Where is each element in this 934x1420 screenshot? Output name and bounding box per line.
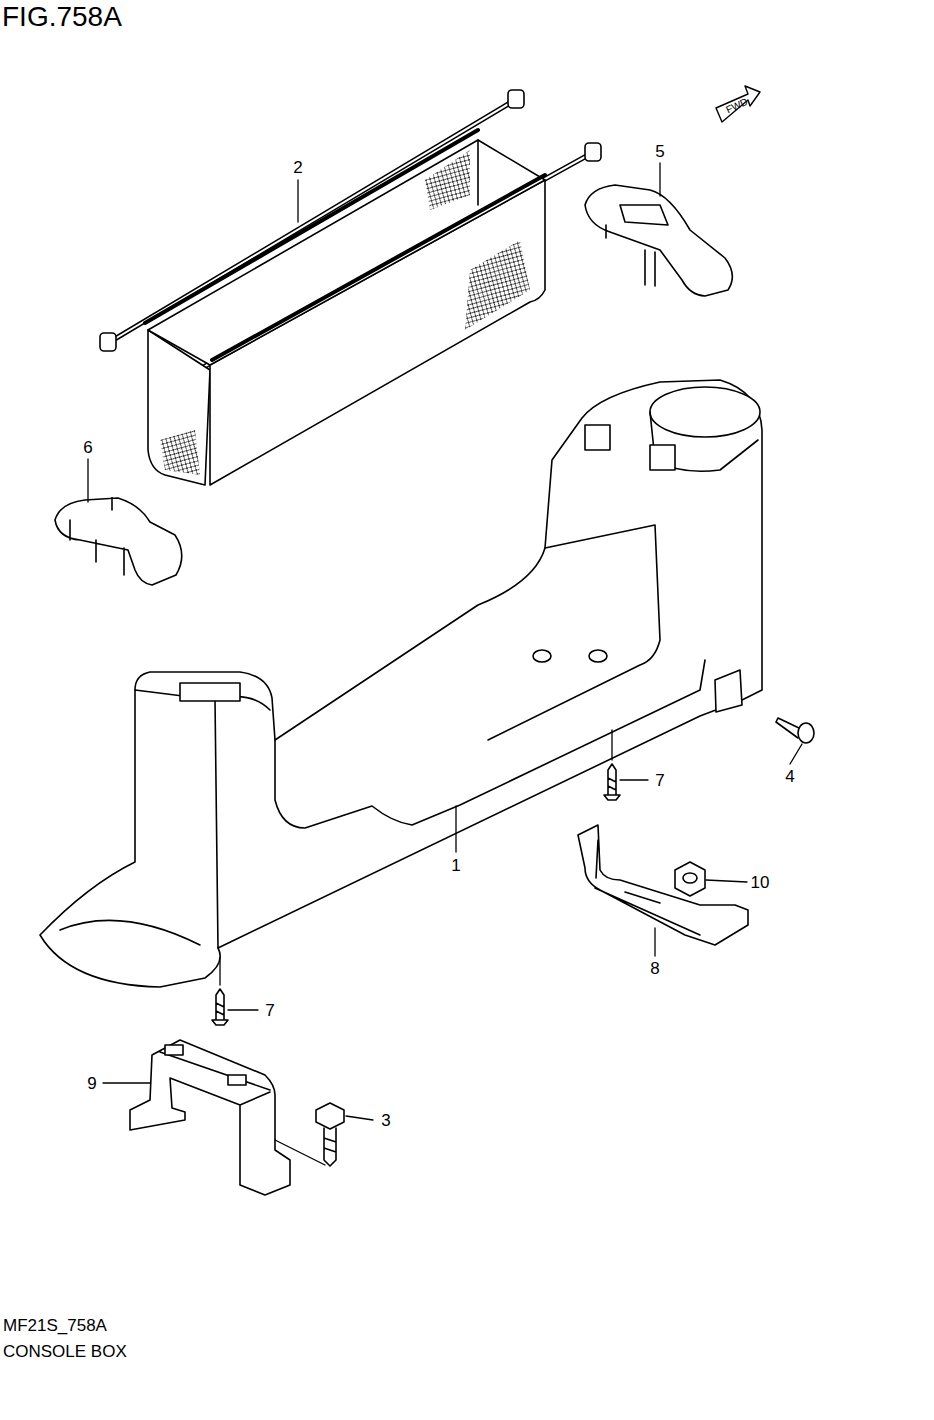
clip-front <box>55 498 182 585</box>
bracket-hole <box>165 1045 183 1055</box>
screws <box>212 718 814 1166</box>
callout-number: 7 <box>653 771 666 790</box>
figure-code: MF21S_758A <box>1 1316 109 1335</box>
clip-rear <box>585 185 732 296</box>
figure-caption: CONSOLE BOX <box>1 1342 129 1361</box>
callout-number: 1 <box>449 856 462 875</box>
callout-number: 9 <box>85 1074 98 1093</box>
callout-number: 7 <box>263 1001 276 1020</box>
leader-lines <box>88 163 802 1165</box>
bracket-rear <box>578 825 748 945</box>
callout-number: 6 <box>81 438 94 457</box>
callout-number: 5 <box>653 142 666 161</box>
callout-number: 3 <box>379 1111 392 1130</box>
callout-number: 8 <box>648 959 661 978</box>
console-box <box>40 380 762 987</box>
callout-number: 4 <box>783 767 796 786</box>
fwd-arrow <box>716 86 760 122</box>
direction-mark: FWD <box>722 95 751 117</box>
net-bag <box>100 90 601 485</box>
weld-nut <box>675 862 705 896</box>
callout-number: 2 <box>291 158 304 177</box>
figure-title: FIG.758A <box>0 2 124 32</box>
bracket-front <box>130 1040 290 1195</box>
callout-number: 10 <box>749 873 772 892</box>
bracket-hole <box>228 1075 246 1085</box>
